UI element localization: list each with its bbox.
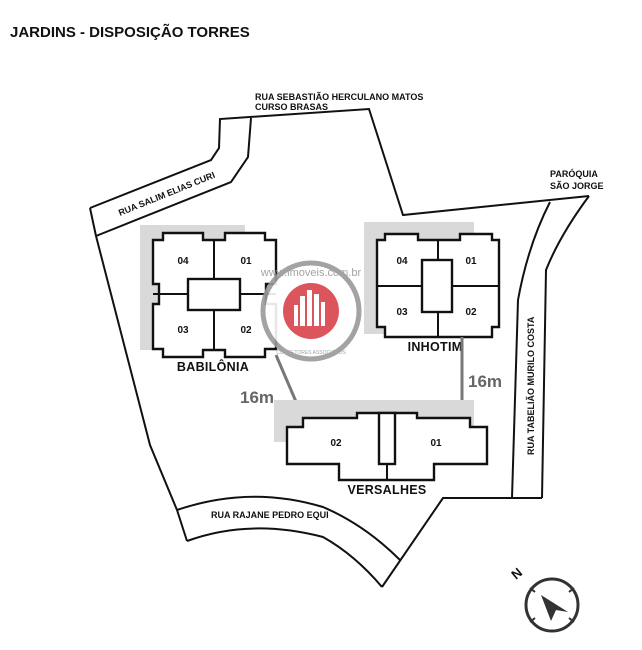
unit-label: 04 [396,256,408,267]
distance-label-inhotim-versalhes: 16m [468,372,502,391]
street-label-sebastiao: RUA SEBASTIÃO HERCULANO MATOS [255,92,423,102]
page-title: JARDINS - DISPOSIÇÃO TORRES [10,23,250,41]
unit-label: 02 [330,438,342,449]
distance-label-babilonia-versalhes: 16m [240,388,274,407]
murilo-road-inner-edge [511,201,551,499]
unit-label: 01 [430,438,442,449]
tower-versalhes[interactable]: 02 01 VERSALHES [274,400,489,497]
rajane-road-end [176,509,188,542]
tower-name: BABILÔNIA [177,359,249,374]
unit-label: 02 [465,307,477,318]
salim-road-inner-edge [95,117,252,237]
tower-core [377,411,397,466]
rajane-road-outer-edge [176,495,401,561]
north-label: N [508,565,525,583]
unit-label: 01 [465,256,477,267]
landmark-label-sao-jorge: SÃO JORGE [550,181,604,191]
street-label-rajane: RUA RAJANE PEDRO EQUI [211,510,329,520]
murilo-road-outer-edge [541,195,590,499]
svg-text:www.imoveis.com.br: www.imoveis.com.br [260,267,362,279]
unit-label: 03 [396,307,408,318]
boundary-left [95,235,178,511]
unit-label: 01 [240,256,252,267]
unit-label: 04 [177,256,189,267]
tower-babilonia[interactable]: 04 01 03 02 BABILÔNIA [140,225,278,374]
rajane-road-inner-edge [186,527,383,588]
boundary-top [89,107,590,217]
unit-label: 03 [177,325,189,336]
tower-inhotim[interactable]: 04 01 03 02 INHOTIM [364,222,501,354]
lot-boundary [89,107,590,588]
landmark-label-paroquia: PARÓQUIA [550,168,598,179]
compass-icon: N [508,565,580,633]
unit-label: 02 [240,325,252,336]
tower-core [186,277,242,312]
tower-name: INHOTIM [408,340,463,354]
street-label-curso-brasas: CURSO BRASAS [255,102,328,112]
tower-name: VERSALHES [347,483,426,497]
salim-road-end [89,207,97,237]
watermark-logo: www.imoveis.com.br CORRETORES ASSOCIADOS [260,260,362,362]
boundary-bottom [381,497,542,588]
svg-text:CORRETORES ASSOCIADOS: CORRETORES ASSOCIADOS [276,350,346,356]
street-label-murilo: RUA TABELIÃO MURILO COSTA [526,316,536,455]
tower-core [420,258,454,314]
